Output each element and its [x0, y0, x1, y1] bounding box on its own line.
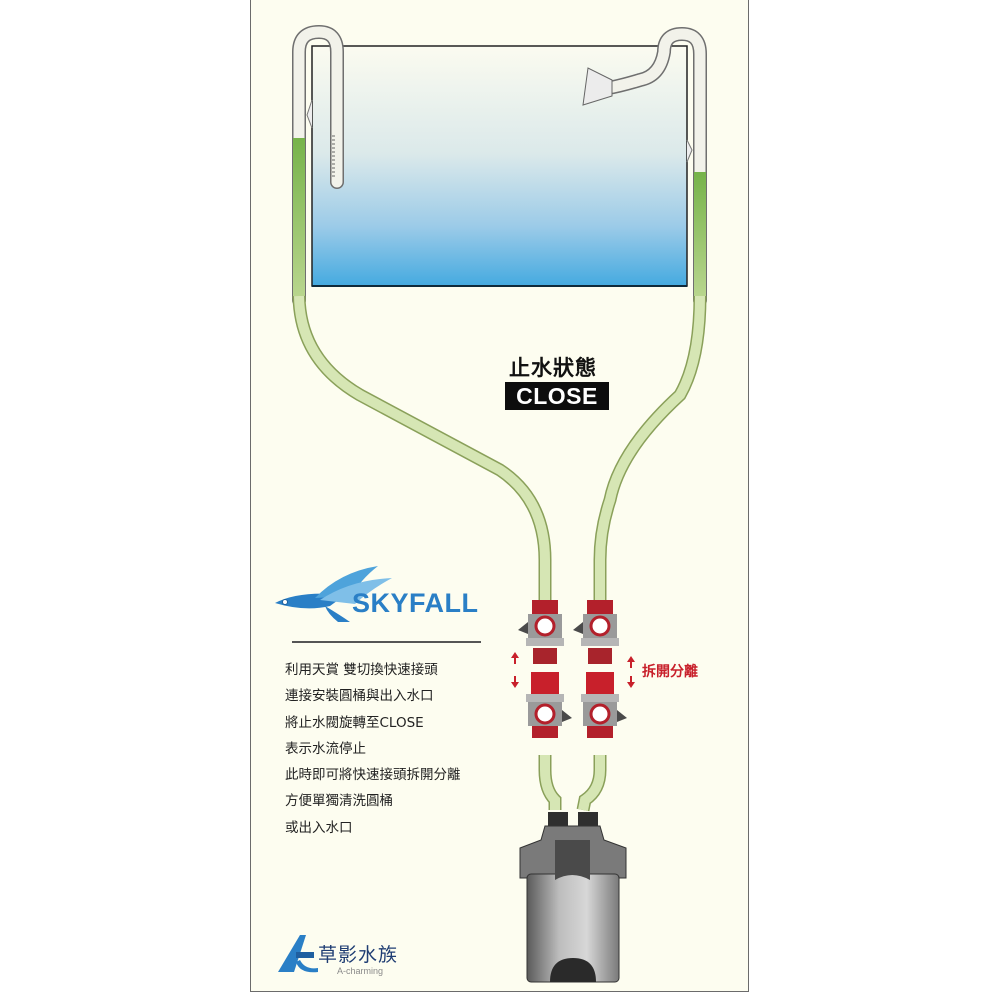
instruction-item: 方便單獨清洗圓桶 [285, 793, 393, 810]
instruction-item: 或出入水口 [285, 819, 353, 836]
up-down-arrow-icon [511, 652, 635, 688]
split-label: 拆開分離 [642, 664, 698, 680]
canister-filter [519, 812, 627, 983]
instruction-item: 利用天賞 雙切換快速接頭 [285, 662, 438, 678]
instruction-item: 將止水閥旋轉至CLOSE [285, 714, 424, 731]
divider [292, 641, 481, 643]
intake-pipe [292, 24, 344, 307]
ac-logo-icon [278, 935, 318, 973]
instruction-item: 表示水流停止 [285, 740, 366, 757]
instruction-list: 利用天賞 雙切換快速接頭 連接安裝圓桶與出入水口 將止水閥旋轉至CLOSE 表示… [285, 660, 461, 844]
valve-left [518, 600, 572, 738]
company-name-en: A-charming [337, 966, 384, 976]
fish-logo-icon [275, 566, 392, 622]
outflow-pipe [582, 26, 707, 307]
company-name-cn: 草影水族 [318, 944, 399, 966]
valve-right [573, 600, 627, 738]
quick-disconnect-valves [518, 600, 627, 738]
instruction-item: 此時即可將快速接頭拆開分離 [285, 767, 461, 784]
hoses [292, 295, 707, 812]
state-badge: CLOSE [505, 382, 609, 410]
instruction-item: 連接安裝圓桶與出入水口 [285, 688, 434, 705]
state-title: 止水狀態 [509, 356, 597, 380]
brand-name: SKYFALL [352, 588, 479, 618]
